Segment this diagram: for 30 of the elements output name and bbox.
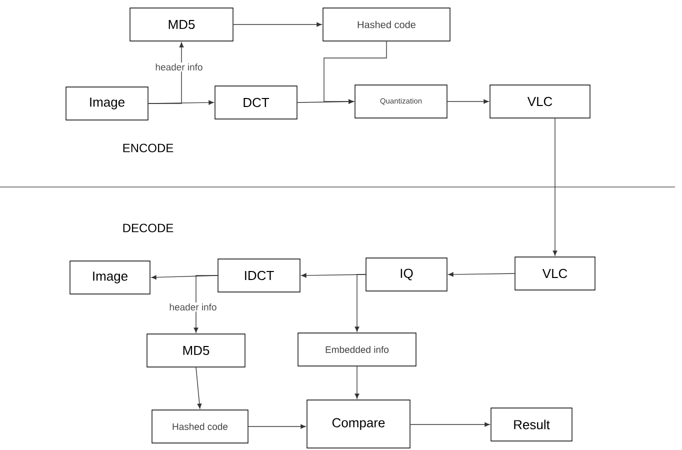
process-box: VLC (514, 256, 596, 290)
edge-label: header info (154, 62, 204, 72)
arrow (248, 424, 306, 429)
process-box: Result (490, 408, 572, 442)
arrow (354, 274, 366, 332)
arrow (354, 366, 360, 399)
process-box: Hashed code (322, 8, 450, 42)
process-box: IDCT (218, 258, 300, 292)
process-box: Hashed code (152, 410, 248, 444)
arrow (233, 22, 322, 27)
arrow (148, 42, 184, 104)
process-box: IQ (366, 258, 448, 292)
process-box: DCT (214, 86, 298, 120)
process-box: VLC (490, 84, 590, 118)
arrow (448, 272, 515, 277)
process-box: MD5 (130, 8, 234, 42)
process-box: Compare (306, 400, 410, 448)
arrow (410, 422, 490, 427)
process-box: Embedded info (298, 332, 416, 366)
edge-label: header info (168, 302, 218, 312)
process-box: Image (66, 86, 148, 120)
arrow (194, 275, 218, 333)
arrow (324, 41, 387, 104)
process-box: MD5 (146, 334, 246, 368)
arrow (552, 118, 558, 256)
section-label: DECODE (123, 224, 174, 232)
arrow (196, 367, 202, 409)
process-box: Image (70, 260, 150, 294)
section-label: ENCODE (123, 144, 174, 152)
arrow (447, 99, 489, 104)
